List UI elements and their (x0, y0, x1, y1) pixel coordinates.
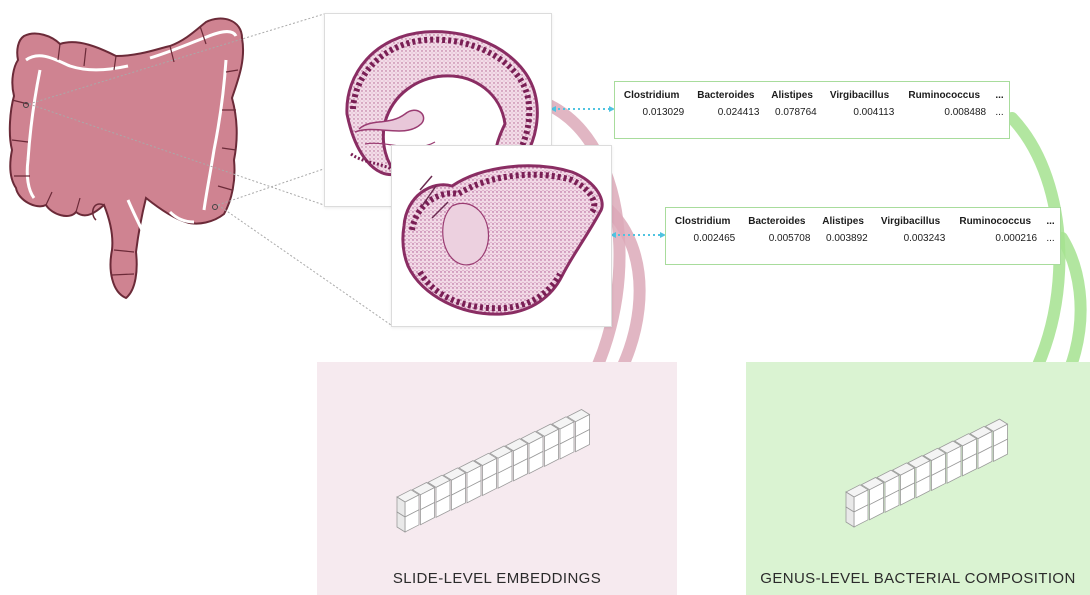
bacterial-abundance-table: Clostridium Bacteroides Alistipes Virgib… (614, 81, 1010, 139)
slide-embedding-panel: SLIDE-LEVEL EMBEDDINGS (317, 362, 677, 595)
column-header: Virgibacillus (821, 88, 899, 103)
column-header: Clostridium (666, 214, 739, 229)
abundance-grid: Clostridium Bacteroides Alistipes Virgib… (615, 88, 1009, 122)
table-row: 0.013029 0.024413 0.078764 0.004113 0.00… (615, 103, 1009, 122)
table-cell: 0.002465 (666, 229, 739, 248)
column-header: ... (1041, 214, 1060, 229)
table-cell: 0.004113 (821, 103, 899, 122)
colon-shape (10, 19, 243, 298)
tissue-section-2 (392, 146, 611, 326)
table-cell: 0.008488 (898, 103, 990, 122)
column-header: Ruminococcus (949, 214, 1041, 229)
bacterial-abundance-table: Clostridium Bacteroides Alistipes Virgib… (665, 207, 1061, 265)
table-cell: ... (990, 103, 1009, 122)
table-header-row: Clostridium Bacteroides Alistipes Virgib… (666, 214, 1060, 229)
slide-embedding-caption: SLIDE-LEVEL EMBEDDINGS (317, 570, 677, 587)
table-row: 0.002465 0.005708 0.003892 0.003243 0.00… (666, 229, 1060, 248)
table-cell: ... (1041, 229, 1060, 248)
genus-composition-panel: GENUS-LEVEL BACTERIAL COMPOSITION (746, 362, 1090, 595)
colon-illustration (10, 19, 243, 298)
column-header: Bacteroides (688, 88, 763, 103)
table-cell: 0.003243 (872, 229, 950, 248)
column-header: Virgibacillus (872, 214, 950, 229)
column-header: Clostridium (615, 88, 688, 103)
abundance-grid: Clostridium Bacteroides Alistipes Virgib… (666, 214, 1060, 248)
table-header-row: Clostridium Bacteroides Alistipes Virgib… (615, 88, 1009, 103)
table-cell: 0.003892 (814, 229, 871, 248)
table-cell: 0.005708 (739, 229, 814, 248)
column-header: Alistipes (814, 214, 871, 229)
column-header: Bacteroides (739, 214, 814, 229)
table-cell: 0.013029 (615, 103, 688, 122)
column-header: ... (990, 88, 1009, 103)
table-cell: 0.078764 (763, 103, 820, 122)
genus-composition-caption: GENUS-LEVEL BACTERIAL COMPOSITION (746, 570, 1090, 587)
table-cell: 0.024413 (688, 103, 763, 122)
column-header: Ruminococcus (898, 88, 990, 103)
histology-slide-image (391, 145, 612, 327)
column-header: Alistipes (763, 88, 820, 103)
table-cell: 0.000216 (949, 229, 1041, 248)
